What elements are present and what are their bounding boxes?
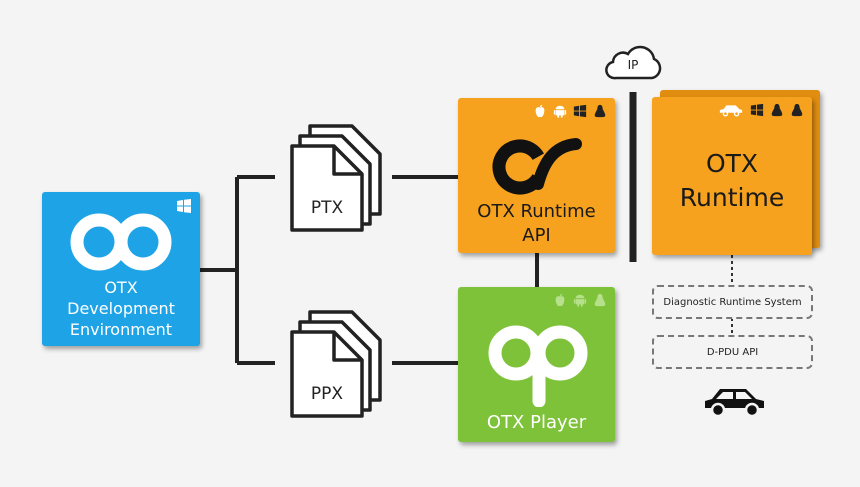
document-stack-icon xyxy=(290,124,382,232)
android-icon xyxy=(553,105,567,118)
runtime-tile[interactable]: OTX Runtime xyxy=(652,97,812,255)
runtime-api-title-line2: API xyxy=(522,225,551,246)
cloud-label: IP xyxy=(627,58,639,72)
linux-icon xyxy=(791,103,803,117)
ppx-file-stack[interactable]: PPX xyxy=(290,308,385,418)
car-icon xyxy=(719,105,743,117)
android-icon xyxy=(573,294,587,307)
player-logo xyxy=(488,325,588,407)
linux-icon xyxy=(594,293,606,307)
car-icon xyxy=(705,389,764,418)
diagnostic-runtime-system-box: Diagnostic Runtime System xyxy=(652,285,813,319)
cloud-ip: IP xyxy=(602,42,664,82)
apple-icon xyxy=(535,104,545,118)
ppx-label: PPX xyxy=(310,384,344,404)
linux-icon xyxy=(771,103,783,117)
runtime-api-tile[interactable]: OTX Runtime API xyxy=(458,98,615,253)
infinity-logo xyxy=(70,213,172,271)
apple-icon xyxy=(555,293,565,307)
windows-icon xyxy=(750,103,764,117)
linux-icon xyxy=(594,104,606,118)
platform-icons xyxy=(533,104,607,118)
runtime-title-line2: Runtime xyxy=(679,183,785,212)
cloud-icon xyxy=(605,45,662,80)
document-stack-icon xyxy=(290,310,382,418)
runtime-title-line1: OTX xyxy=(705,149,759,178)
runtime-api-logo xyxy=(492,138,582,195)
platform-icons xyxy=(718,103,804,117)
ptx-file-stack[interactable]: PTX xyxy=(290,122,385,232)
windows-icon xyxy=(573,104,587,118)
dev-env-title-line2: Development xyxy=(67,299,175,318)
dev-env-title-line3: Environment xyxy=(69,320,173,339)
d-pdu-api-box: D-PDU API xyxy=(652,335,813,369)
dev-env-title-line1: OTX xyxy=(104,278,138,297)
ptx-label: PTX xyxy=(310,198,344,218)
player-title: OTX Player xyxy=(486,412,587,433)
runtime-api-title-line1: OTX Runtime xyxy=(477,201,596,222)
windows-icon xyxy=(177,199,191,213)
dev-env-tile[interactable]: OTX Development Environment xyxy=(42,192,200,346)
player-tile[interactable]: OTX Player xyxy=(458,287,615,442)
platform-icons xyxy=(553,293,607,307)
